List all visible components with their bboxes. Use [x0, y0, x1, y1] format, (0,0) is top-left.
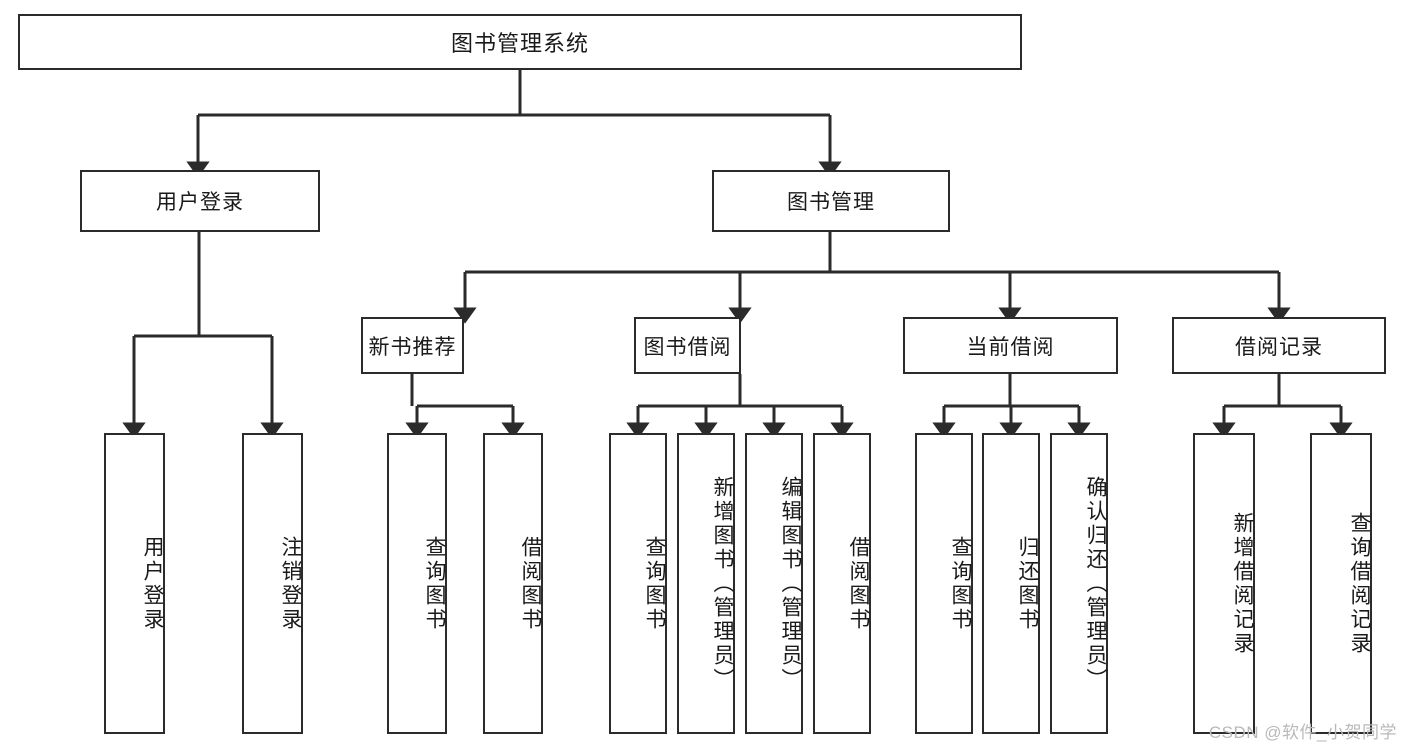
leaf-current-borrow-confirm-return-admin[interactable]: 确认归还（管理员）: [1050, 433, 1108, 734]
leaf-label: 编辑图书（管理员）: [779, 475, 802, 692]
leaf-label: 注销登录: [279, 535, 302, 632]
leaf-current-borrow-query-book[interactable]: 查询图书: [915, 433, 973, 734]
csdn-watermark: CSDN @软件_小贺同学: [1208, 723, 1397, 742]
leaf-label: 查询图书: [423, 535, 446, 632]
leaf-label: 归还图书: [1016, 535, 1039, 632]
leaf-current-borrow-return-book[interactable]: 归还图书: [982, 433, 1040, 734]
leaf-label: 新增图书（管理员）: [711, 475, 734, 692]
leaf-label: 用户登录: [141, 535, 164, 632]
node-book-management[interactable]: 图书管理: [712, 170, 950, 232]
leaf-label: 新增借阅记录: [1231, 511, 1254, 656]
leaf-book-borrow-add-book-admin[interactable]: 新增图书（管理员）: [677, 433, 735, 734]
leaf-borrow-record-add-record[interactable]: 新增借阅记录: [1193, 433, 1255, 734]
leaf-label: 查询图书: [643, 535, 666, 632]
node-book-borrow[interactable]: 图书借阅: [634, 317, 741, 374]
leaf-book-borrow-query-book[interactable]: 查询图书: [609, 433, 667, 734]
leaf-new-book-recommend-query-book[interactable]: 查询图书: [387, 433, 447, 734]
leaf-book-borrow-edit-book-admin[interactable]: 编辑图书（管理员）: [745, 433, 803, 734]
node-new-book-recommend[interactable]: 新书推荐: [361, 317, 464, 374]
leaf-borrow-record-query-record[interactable]: 查询借阅记录: [1310, 433, 1372, 734]
node-current-borrow[interactable]: 当前借阅: [903, 317, 1118, 374]
leaf-label: 借阅图书: [847, 535, 870, 632]
leaf-user-login-logout[interactable]: 注销登录: [242, 433, 303, 734]
leaf-new-book-recommend-borrow-book[interactable]: 借阅图书: [483, 433, 543, 734]
leaf-label: 借阅图书: [519, 535, 542, 632]
node-root-book-management-system[interactable]: 图书管理系统: [18, 14, 1022, 70]
leaf-label: 确认归还（管理员）: [1084, 475, 1107, 692]
leaf-label: 查询借阅记录: [1348, 511, 1371, 656]
leaf-user-login-login[interactable]: 用户登录: [104, 433, 165, 734]
leaf-book-borrow-borrow-book[interactable]: 借阅图书: [813, 433, 871, 734]
leaf-label: 查询图书: [949, 535, 972, 632]
node-user-login[interactable]: 用户登录: [80, 170, 320, 232]
node-borrow-record[interactable]: 借阅记录: [1172, 317, 1386, 374]
